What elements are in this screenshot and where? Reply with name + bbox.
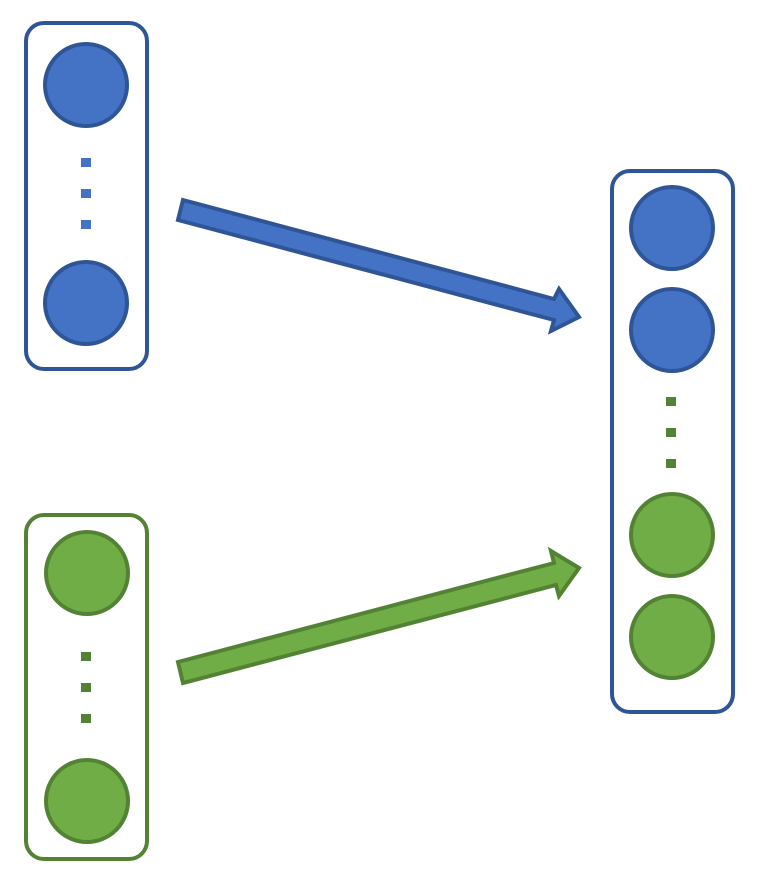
- output-blue-node-2: [629, 287, 715, 373]
- green-input-group: [24, 513, 149, 861]
- blue-input-ellipsis-dot-1: [81, 158, 91, 167]
- green-input-ellipsis-dot-2: [81, 683, 91, 692]
- blue-input-ellipsis-dot-3: [81, 220, 91, 229]
- green-input-ellipsis-dot-3: [81, 714, 91, 723]
- green-input-ellipsis-dot-1: [81, 652, 91, 661]
- green-input-node-top: [44, 530, 130, 616]
- green-input-node-bottom: [44, 758, 130, 844]
- output-blue-node-1: [629, 185, 715, 271]
- output-green-node-1: [629, 492, 715, 578]
- output-green-node-2: [629, 594, 715, 680]
- combined-output-group: [610, 169, 735, 714]
- blue-arrow: [175, 197, 582, 335]
- blue-input-ellipsis-dot-2: [81, 189, 91, 198]
- green-arrow: [175, 546, 582, 686]
- output-ellipsis-dot-3: [666, 459, 676, 468]
- blue-input-node-bottom: [43, 260, 129, 346]
- blue-input-group: [24, 21, 149, 371]
- output-ellipsis-dot-2: [666, 428, 676, 437]
- output-ellipsis-dot-1: [666, 397, 676, 406]
- blue-input-node-top: [43, 42, 129, 128]
